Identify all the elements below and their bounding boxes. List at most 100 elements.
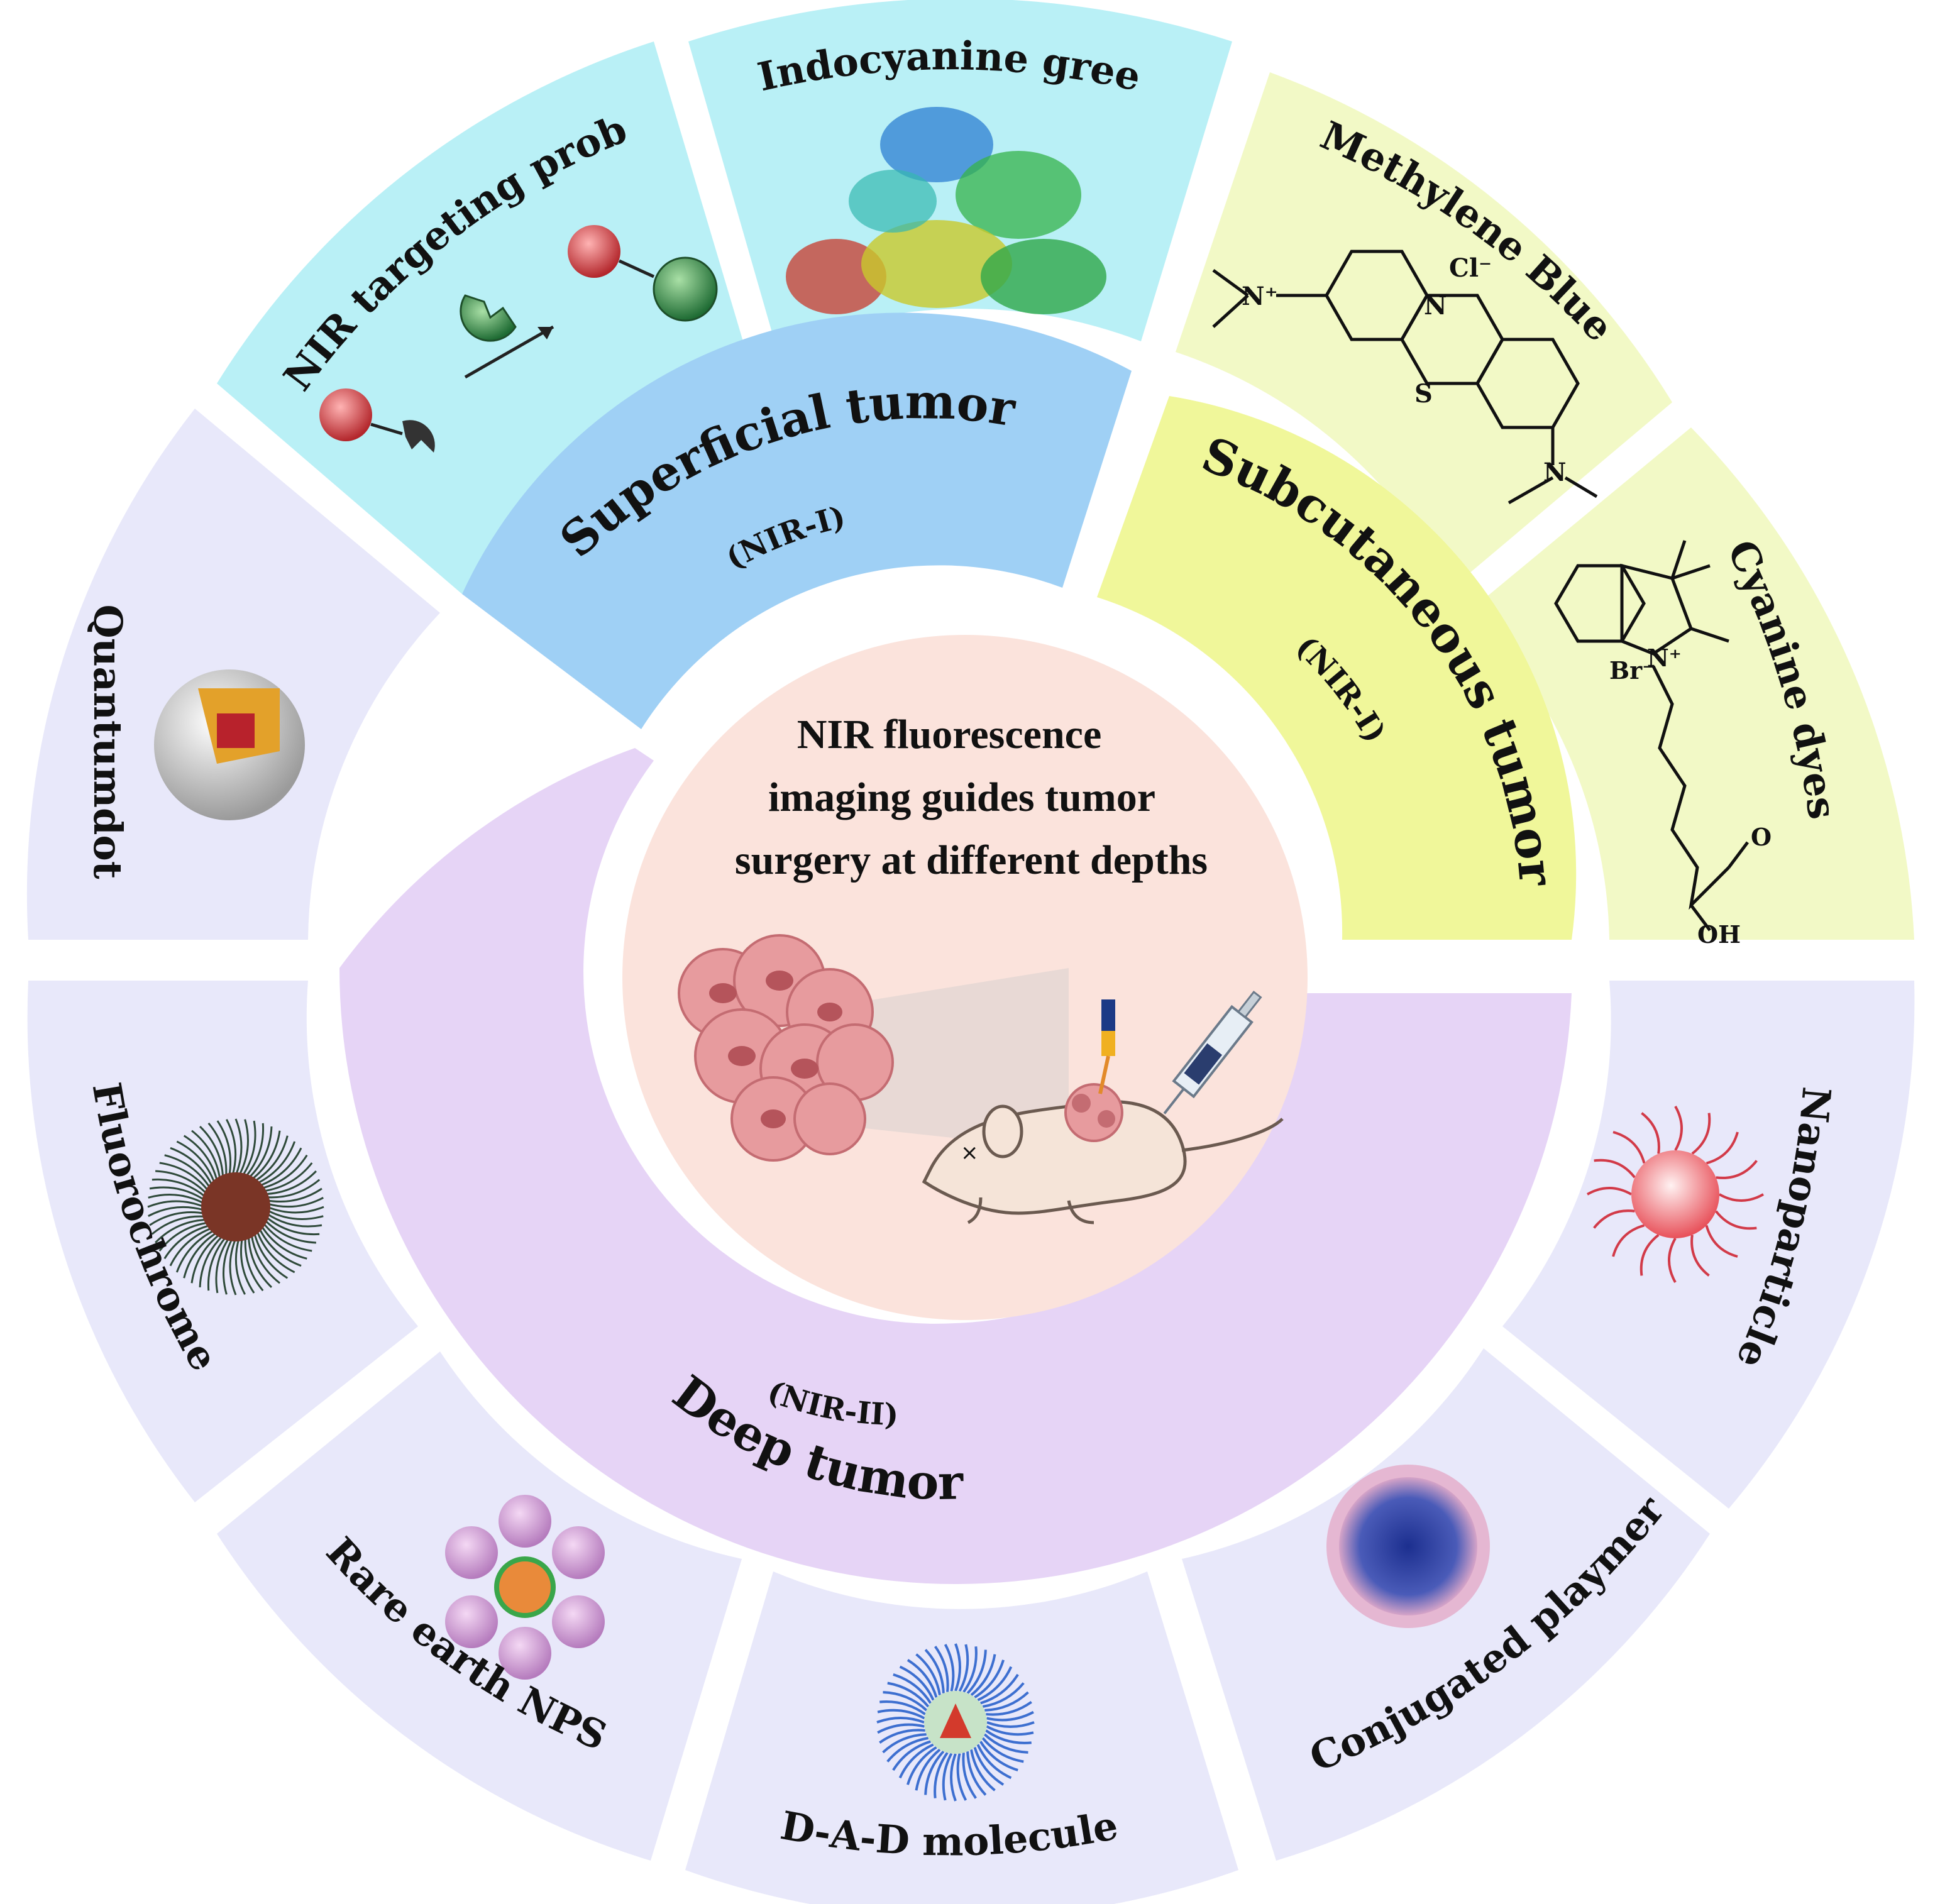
- particle-tail: [906, 1746, 937, 1785]
- particle-tail: [1594, 1158, 1636, 1179]
- particle-tail: [250, 1234, 280, 1284]
- particle-tail: [265, 1216, 320, 1236]
- particle-tail: [264, 1170, 317, 1196]
- particle-tail: [207, 1122, 228, 1177]
- svg-text:NIR fluorescence: NIR fluorescence: [797, 712, 1102, 757]
- particle-tail: [148, 1206, 205, 1217]
- particle-tail: [985, 1729, 1032, 1744]
- particle-tail: [248, 1126, 273, 1179]
- particle-tail: [977, 1666, 1013, 1702]
- particle-tail: [267, 1209, 324, 1220]
- particle-tail: [966, 1649, 987, 1695]
- particle-tail: [158, 1221, 209, 1252]
- particle-tail: [980, 1673, 1019, 1705]
- particle-tail: [1706, 1131, 1739, 1165]
- particle-tail: [149, 1211, 206, 1226]
- particle-tail: [1705, 1224, 1738, 1258]
- particle-tail: [1716, 1160, 1758, 1179]
- svg-text:N⁺: N⁺: [1242, 282, 1278, 311]
- particle-tail: [183, 1135, 219, 1182]
- particle-tail: [986, 1710, 1034, 1722]
- dad-molecule-illustration: [876, 1643, 1035, 1802]
- icg-protein-illustration: [786, 107, 1106, 314]
- particle-tail: [956, 1753, 967, 1801]
- particle-tail: [256, 1230, 295, 1274]
- svg-text:OH: OH: [1697, 920, 1741, 949]
- particle-tail: [886, 1737, 929, 1763]
- svg-text:N: N: [1424, 291, 1447, 321]
- particle-tail: [241, 1120, 256, 1177]
- particle-tail: [1587, 1187, 1632, 1196]
- particle-tail: [258, 1147, 302, 1187]
- particle-tail: [899, 1665, 935, 1701]
- particle-tail: [1640, 1234, 1660, 1276]
- particle-tail: [982, 1682, 1025, 1708]
- cyanine-dye-atoms: Br⁻ N⁺ O OH: [1609, 644, 1772, 949]
- particle-tail: [238, 1119, 249, 1176]
- particle-tail: [984, 1691, 1029, 1712]
- particle-tail: [876, 1717, 925, 1724]
- particle-tail: [265, 1179, 321, 1199]
- particle-tail: [1691, 1113, 1711, 1155]
- segment-cyanine-dyes: [1471, 427, 1914, 940]
- particle-tail: [877, 1723, 925, 1734]
- particle-tail: [155, 1170, 208, 1195]
- particle-tail: [163, 1224, 211, 1260]
- svg-text:N⁺: N⁺: [1647, 644, 1682, 672]
- particle-tail: [240, 1237, 255, 1294]
- particle-tail: [962, 1646, 978, 1693]
- particle-tail: [267, 1206, 324, 1214]
- particle-tail: [183, 1231, 218, 1279]
- particle-tail: [244, 1236, 264, 1292]
- particle-tail: [898, 1743, 934, 1779]
- particle-tail: [934, 1752, 949, 1798]
- particle-tail: [155, 1218, 207, 1243]
- particle-tail: [942, 1753, 953, 1801]
- particle-tail: [986, 1701, 1032, 1716]
- particle-tail: [892, 1740, 931, 1771]
- particle-tail: [169, 1227, 213, 1267]
- particle-tail: [234, 1238, 246, 1295]
- particle-tail: [986, 1721, 1035, 1728]
- particle-tail: [151, 1215, 206, 1235]
- deep-tumor-band: [339, 748, 1572, 1585]
- particle-tail: [1612, 1224, 1645, 1257]
- particle-tail: [247, 1235, 272, 1288]
- particle-tail: [226, 1119, 237, 1176]
- particle-tail: [1719, 1193, 1764, 1202]
- particle-tail: [1715, 1210, 1757, 1230]
- methylene-blue-atoms: Cl⁻ N S N⁺ N: [1242, 253, 1567, 487]
- svg-text:surgery at different depths: surgery at different depths: [735, 837, 1208, 883]
- particle-tail: [207, 1236, 227, 1291]
- particle-tail: [950, 1753, 957, 1802]
- methylene-blue-structure: [1212, 250, 1598, 505]
- particle-tail: [258, 1227, 302, 1267]
- particle-tail: [199, 1126, 224, 1179]
- particle-tail: [263, 1219, 316, 1244]
- particle-tail: [152, 1178, 207, 1198]
- svg-text:imaging guides tumor: imaging guides tumor: [768, 774, 1155, 820]
- svg-text:O: O: [1751, 823, 1772, 851]
- tumor-cells-illustration: [678, 934, 1069, 1162]
- svg-text:N: N: [1543, 458, 1567, 487]
- nanoparticle-illustration: [1587, 1106, 1764, 1283]
- particle-tail: [1612, 1131, 1646, 1164]
- particle-tail: [954, 1643, 961, 1692]
- particle-tail: [883, 1691, 928, 1712]
- particle-tail: [1674, 1106, 1683, 1151]
- superficial-tumor-band: [462, 312, 1132, 729]
- particle-tail: [253, 1135, 289, 1182]
- particle-tail: [266, 1187, 322, 1202]
- particle-tail: [147, 1200, 205, 1208]
- particle-tail: [191, 1130, 221, 1180]
- particle-tail: [981, 1737, 1024, 1763]
- svg-text:Br⁻: Br⁻: [1609, 656, 1655, 685]
- particle-tail: [974, 1659, 1005, 1699]
- particle-tail: [170, 1147, 214, 1187]
- inner-ring: [339, 312, 1577, 1585]
- particle-tail: [176, 1140, 216, 1184]
- particle-tail: [262, 1222, 312, 1252]
- segment-methylene-blue: [1176, 72, 1672, 588]
- particle-tail: [958, 1644, 969, 1692]
